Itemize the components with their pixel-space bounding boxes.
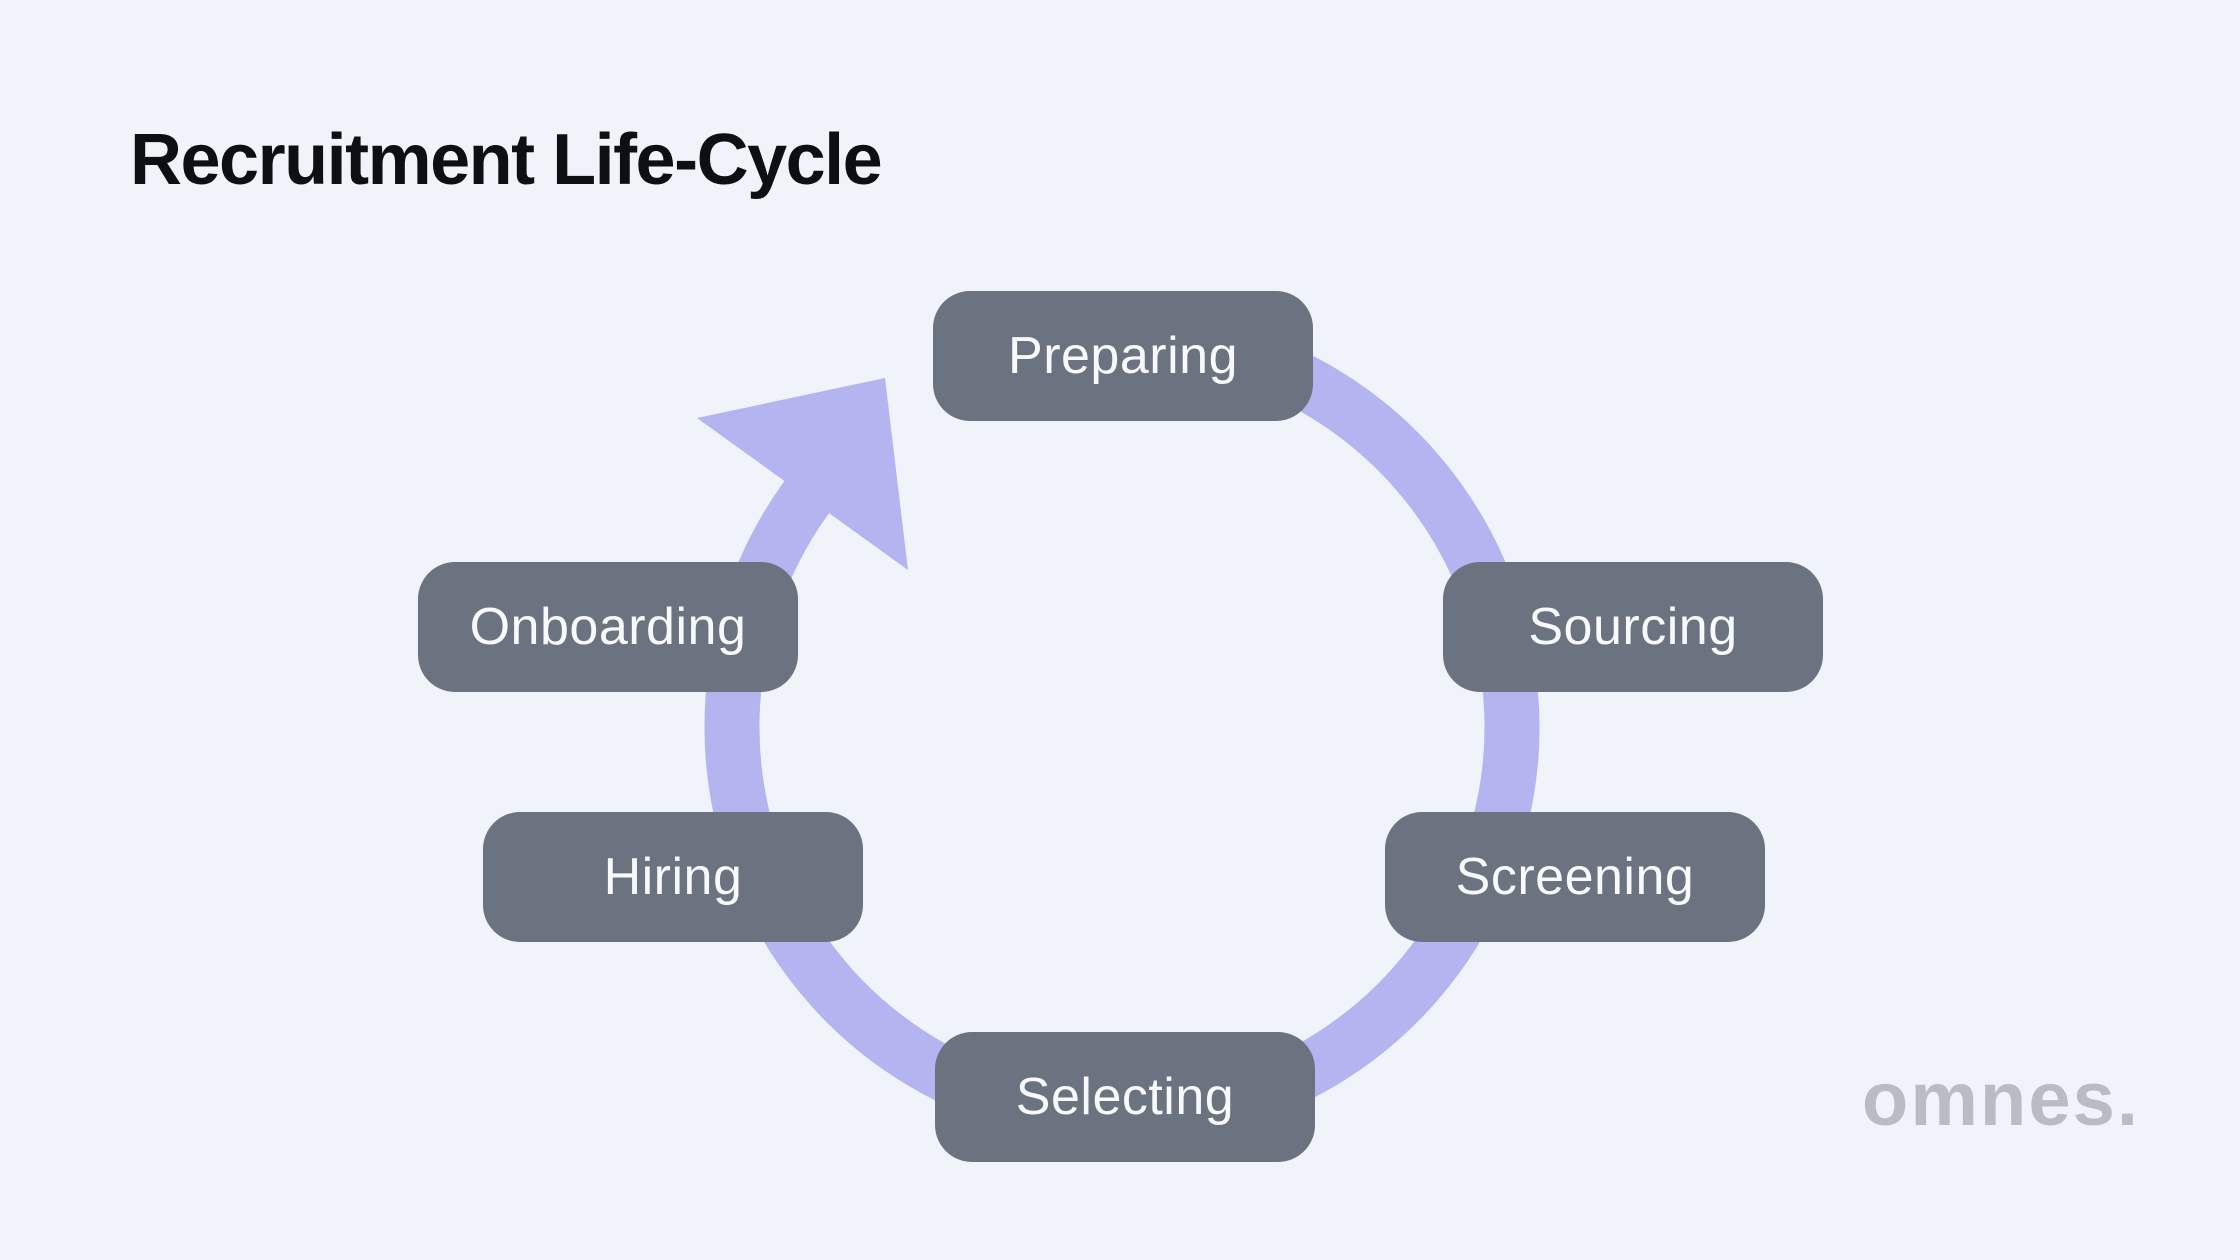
stage-label-selecting: Selecting	[1015, 1068, 1235, 1126]
stage-box-hiring: Hiring	[483, 812, 863, 942]
stage-box-onboarding: Onboarding	[418, 562, 798, 692]
stage-box-screening: Screening	[1385, 812, 1765, 942]
stage-label-onboarding: Onboarding	[469, 598, 747, 656]
brand-logo: omnes.	[1861, 1057, 2140, 1142]
stage-box-selecting: Selecting	[935, 1032, 1315, 1162]
stage-box-sourcing: Sourcing	[1443, 562, 1823, 692]
stage-box-preparing: Preparing	[933, 291, 1313, 421]
stage-label-hiring: Hiring	[603, 848, 743, 906]
arrow-head-icon	[697, 378, 908, 570]
stage-label-screening: Screening	[1455, 848, 1695, 906]
page-title: Recruitment Life-Cycle	[130, 120, 883, 200]
stage-label-sourcing: Sourcing	[1528, 598, 1738, 656]
stage-label-preparing: Preparing	[1008, 327, 1238, 385]
